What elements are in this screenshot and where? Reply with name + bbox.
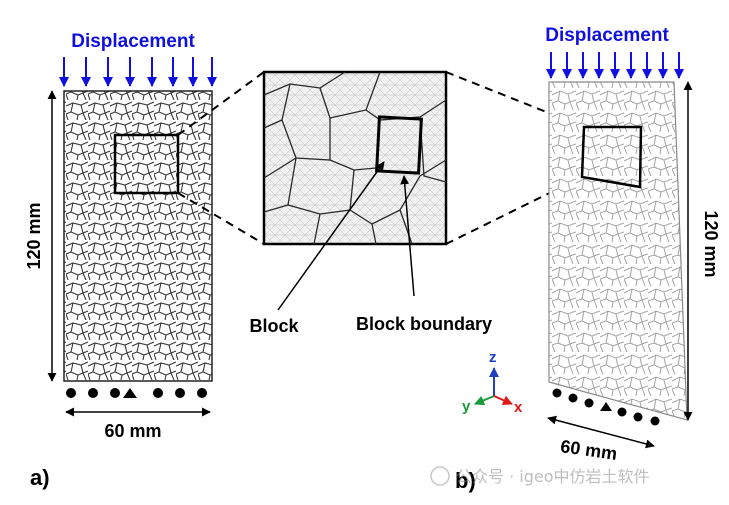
- load-arrows-a: [59, 57, 217, 87]
- zoom-window-a: [113, 133, 180, 195]
- zoom-mesh: [262, 70, 448, 246]
- specimen-mesh-b: [548, 81, 688, 421]
- specimen-mesh-a: [63, 90, 213, 382]
- wechat-icon: [430, 466, 450, 486]
- watermark: 公众号 · igeo中仿岩土软件: [430, 466, 650, 486]
- width-label-a: 60 mm: [104, 421, 161, 441]
- axes-triad: z y x: [462, 349, 523, 416]
- height-label-b: 120 mm: [701, 210, 721, 277]
- x-axis-arrow: [493, 395, 513, 405]
- panel-a: Displacement 120 mm 60 mm a): [24, 31, 217, 490]
- height-label-a: 120 mm: [24, 202, 44, 269]
- boundary-pointer: [400, 175, 415, 297]
- fixed-support-triangle: [123, 388, 137, 398]
- y-axis-label: y: [462, 398, 471, 415]
- supports-a: [66, 388, 207, 398]
- panel-letter-a: a): [30, 465, 50, 490]
- load-arrows-b: [546, 52, 684, 79]
- zoom-connectors-left: [177, 71, 265, 245]
- zoom-window-b: [580, 125, 643, 189]
- displacement-label-a: Displacement: [71, 31, 195, 52]
- displacement-label-b: Displacement: [545, 25, 669, 46]
- zoom-panel: [262, 70, 448, 246]
- panel-letter-b: b): [455, 468, 476, 493]
- x-axis-label: x: [514, 399, 523, 416]
- width-dimension-b: [547, 415, 655, 449]
- z-axis-label: z: [489, 349, 497, 366]
- block-boundary-label: Block boundary: [356, 314, 492, 334]
- block-outline: [375, 115, 423, 175]
- panel-b: Displacement 120 mm 60 mm b): [455, 25, 721, 493]
- block-label: Block: [249, 316, 299, 336]
- y-axis-arrow: [474, 395, 495, 406]
- watermark-text: 公众号 · igeo中仿岩土软件: [456, 467, 650, 486]
- width-label-b: 60 mm: [559, 436, 618, 464]
- block-pointer: [277, 161, 385, 311]
